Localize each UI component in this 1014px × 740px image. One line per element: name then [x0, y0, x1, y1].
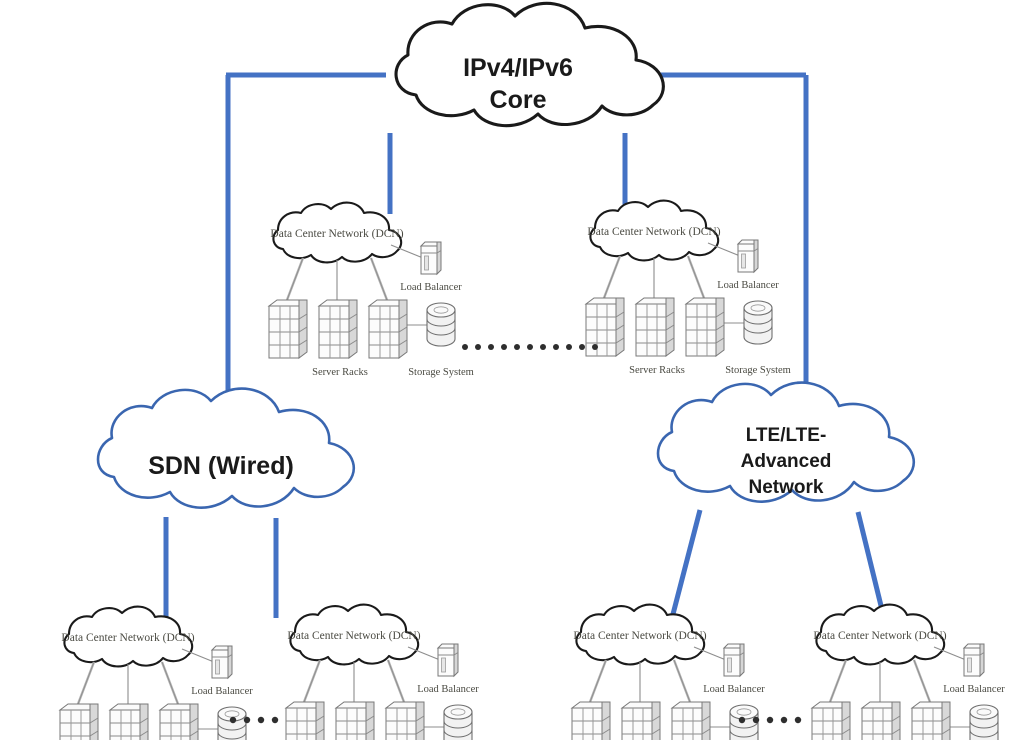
- server-racks-label: Server Racks: [629, 365, 685, 376]
- dcn-cluster-graphics: [269, 203, 455, 358]
- dcn-cloud-label: Data Center Network (DCN): [573, 630, 706, 642]
- load-balancer-label: Load Balancer: [417, 684, 479, 695]
- load-balancer-label: Load Balancer: [191, 686, 253, 697]
- dcn-cluster-graphics: [586, 201, 772, 356]
- dcn-cluster-graphics: [60, 607, 246, 740]
- load-balancer-label: Load Balancer: [717, 280, 779, 291]
- load-balancer-label: Load Balancer: [703, 684, 765, 695]
- dcn-cluster-lte-right: Data Center Network (DCN) Load Balancer …: [812, 605, 1005, 740]
- dcn-cloud-label: Data Center Network (DCN): [287, 630, 420, 642]
- lte-cloud-shape: [656, 381, 915, 503]
- ellipsis-sdn-row: [229, 716, 279, 724]
- dcn-cloud-label: Data Center Network (DCN): [813, 630, 946, 642]
- dcn-cluster-graphics: [572, 605, 758, 740]
- load-balancer-label: Load Balancer: [400, 282, 462, 293]
- cloud-lte-advanced-network: LTE/LTE- Advanced Network: [656, 381, 915, 503]
- core-cloud-shape: [394, 1, 665, 128]
- storage-system-label: Storage System: [408, 367, 474, 378]
- connector-links: [163, 72, 887, 620]
- load-balancer-label: Load Balancer: [943, 684, 1005, 695]
- dcn-cluster-sdn-right: Data Center Network (DCN) Load Balancer …: [286, 605, 479, 740]
- dcn-cloud-label: Data Center Network (DCN): [270, 228, 403, 240]
- storage-system-label: Storage System: [725, 365, 791, 376]
- dcn-cluster-core-right: Data Center Network (DCN) Load Balancer …: [586, 201, 791, 376]
- lte-cloud-label-line2: Advanced: [741, 451, 832, 472]
- dcn-cloud-label: Data Center Network (DCN): [587, 226, 720, 238]
- ellipsis-core-row: [462, 344, 598, 350]
- lte-cloud-label-line1: LTE/LTE-: [746, 425, 827, 446]
- dcn-cluster-graphics: [286, 605, 472, 740]
- ellipsis-lte-row: [738, 716, 802, 724]
- sdn-cloud-shape: [96, 387, 355, 509]
- dcn-cluster-sdn-left: Data Center Network (DCN) Load Balancer …: [60, 607, 253, 740]
- cloud-sdn-wired: SDN (Wired): [96, 387, 355, 509]
- core-cloud-label-line2: Core: [490, 86, 547, 114]
- dcn-cluster-graphics: [812, 605, 998, 740]
- dcn-cloud-label: Data Center Network (DCN): [61, 632, 194, 644]
- link-lte-to-dcn-right: [855, 511, 887, 619]
- dcn-cluster-lte-left: Data Center Network (DCN) Load Balancer …: [572, 605, 765, 740]
- dcn-cluster-core-left: Data Center Network (DCN) Load Balancer …: [269, 203, 474, 378]
- link-lte-to-dcn-left: [669, 509, 703, 619]
- sdn-cloud-label: SDN (Wired): [148, 452, 294, 480]
- lte-cloud-label-line3: Network: [749, 477, 824, 498]
- cloud-ipv4-ipv6-core: IPv4/IPv6 Core: [394, 1, 665, 128]
- server-racks-label: Server Racks: [312, 367, 368, 378]
- core-cloud-label-line1: IPv4/IPv6: [463, 54, 573, 82]
